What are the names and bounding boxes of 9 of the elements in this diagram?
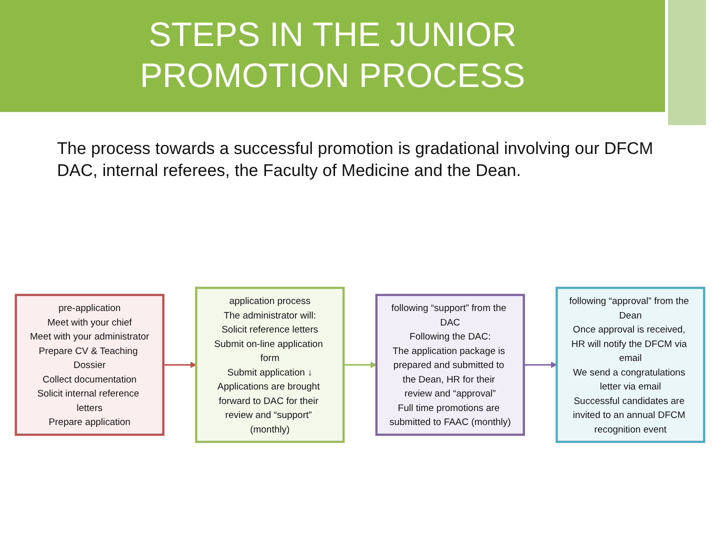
- arrow: [163, 362, 196, 368]
- node-box: following “approval” from the Dean Once approval is received, HR will notify the DFCM via email We send a congratulations letter via email Successful candidates are invited to an annual DFCM recognition event: [556, 286, 706, 444]
- arrow: [524, 362, 557, 368]
- intro-text: The process towards a successful promotion is gradational involving our DFCM DAC, internal referees, the Faculty of Medicine and the Dean.: [57, 138, 654, 182]
- title: STEPS IN THE JUNIOR PROMOTION PROCESS: [138, 15, 526, 97]
- node-box: pre-application Meet with your chief Meet with your administrator Prepare CV & Teaching Dossier Collect documentation Solicit internal reference letters Prepare application: [14, 294, 164, 436]
- arrow: [344, 362, 377, 368]
- node-box: following “support” from the DAC Following the DAC: The application package is prepared and submitted to the Dean, HR for their review and “approval” Full time promotions are submitted to FAAC (monthly): [375, 294, 525, 436]
- node-box: application process The administrator will: Solicit reference letters Submit on-line application form Submit application ↓ Applications are brought forward to DAC for their review and “support” (monthly): [195, 286, 345, 444]
